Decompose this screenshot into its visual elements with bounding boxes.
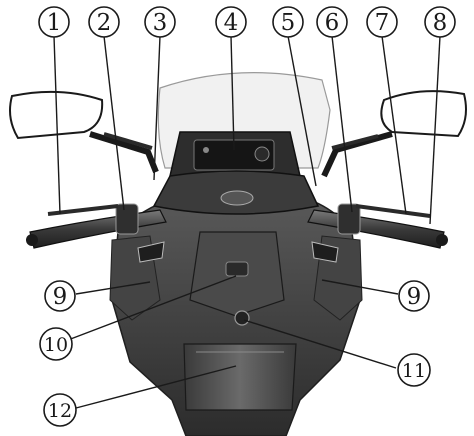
svg-text:10: 10 xyxy=(44,334,68,356)
svg-text:5: 5 xyxy=(281,10,296,36)
emblem xyxy=(221,191,253,205)
callout-11: 11 xyxy=(398,354,430,386)
callout-3: 3 xyxy=(145,7,175,37)
lever-right xyxy=(356,206,430,216)
svg-text:9: 9 xyxy=(407,284,422,310)
svg-text:3: 3 xyxy=(153,10,168,36)
svg-text:8: 8 xyxy=(433,10,448,36)
callout-6: 6 xyxy=(317,7,347,37)
svg-text:6: 6 xyxy=(325,10,340,36)
switch-left xyxy=(116,204,138,234)
svg-text:4: 4 xyxy=(224,10,239,36)
svg-text:1: 1 xyxy=(47,10,62,36)
front-apron xyxy=(184,344,296,410)
switch-right xyxy=(338,204,360,234)
svg-text:11: 11 xyxy=(402,360,426,382)
leader-2 xyxy=(104,36,124,210)
callout-1: 1 xyxy=(39,7,69,37)
callout-9-right: 9 xyxy=(399,281,429,311)
lever-left xyxy=(48,206,118,214)
svg-text:7: 7 xyxy=(375,10,390,36)
callout-10: 10 xyxy=(40,328,72,360)
svg-text:9: 9 xyxy=(53,284,68,310)
callout-8: 8 xyxy=(425,7,455,37)
svg-text:12: 12 xyxy=(48,400,72,422)
leader-6 xyxy=(332,36,352,212)
callout-2: 2 xyxy=(89,7,119,37)
callout-4: 4 xyxy=(216,7,246,37)
callout-7: 7 xyxy=(367,7,397,37)
callout-9-left: 9 xyxy=(45,281,75,311)
callout-5: 5 xyxy=(273,7,303,37)
callout-12: 12 xyxy=(44,394,76,426)
ignition xyxy=(235,311,249,325)
bag-hook xyxy=(226,262,248,276)
svg-text:2: 2 xyxy=(97,10,112,36)
